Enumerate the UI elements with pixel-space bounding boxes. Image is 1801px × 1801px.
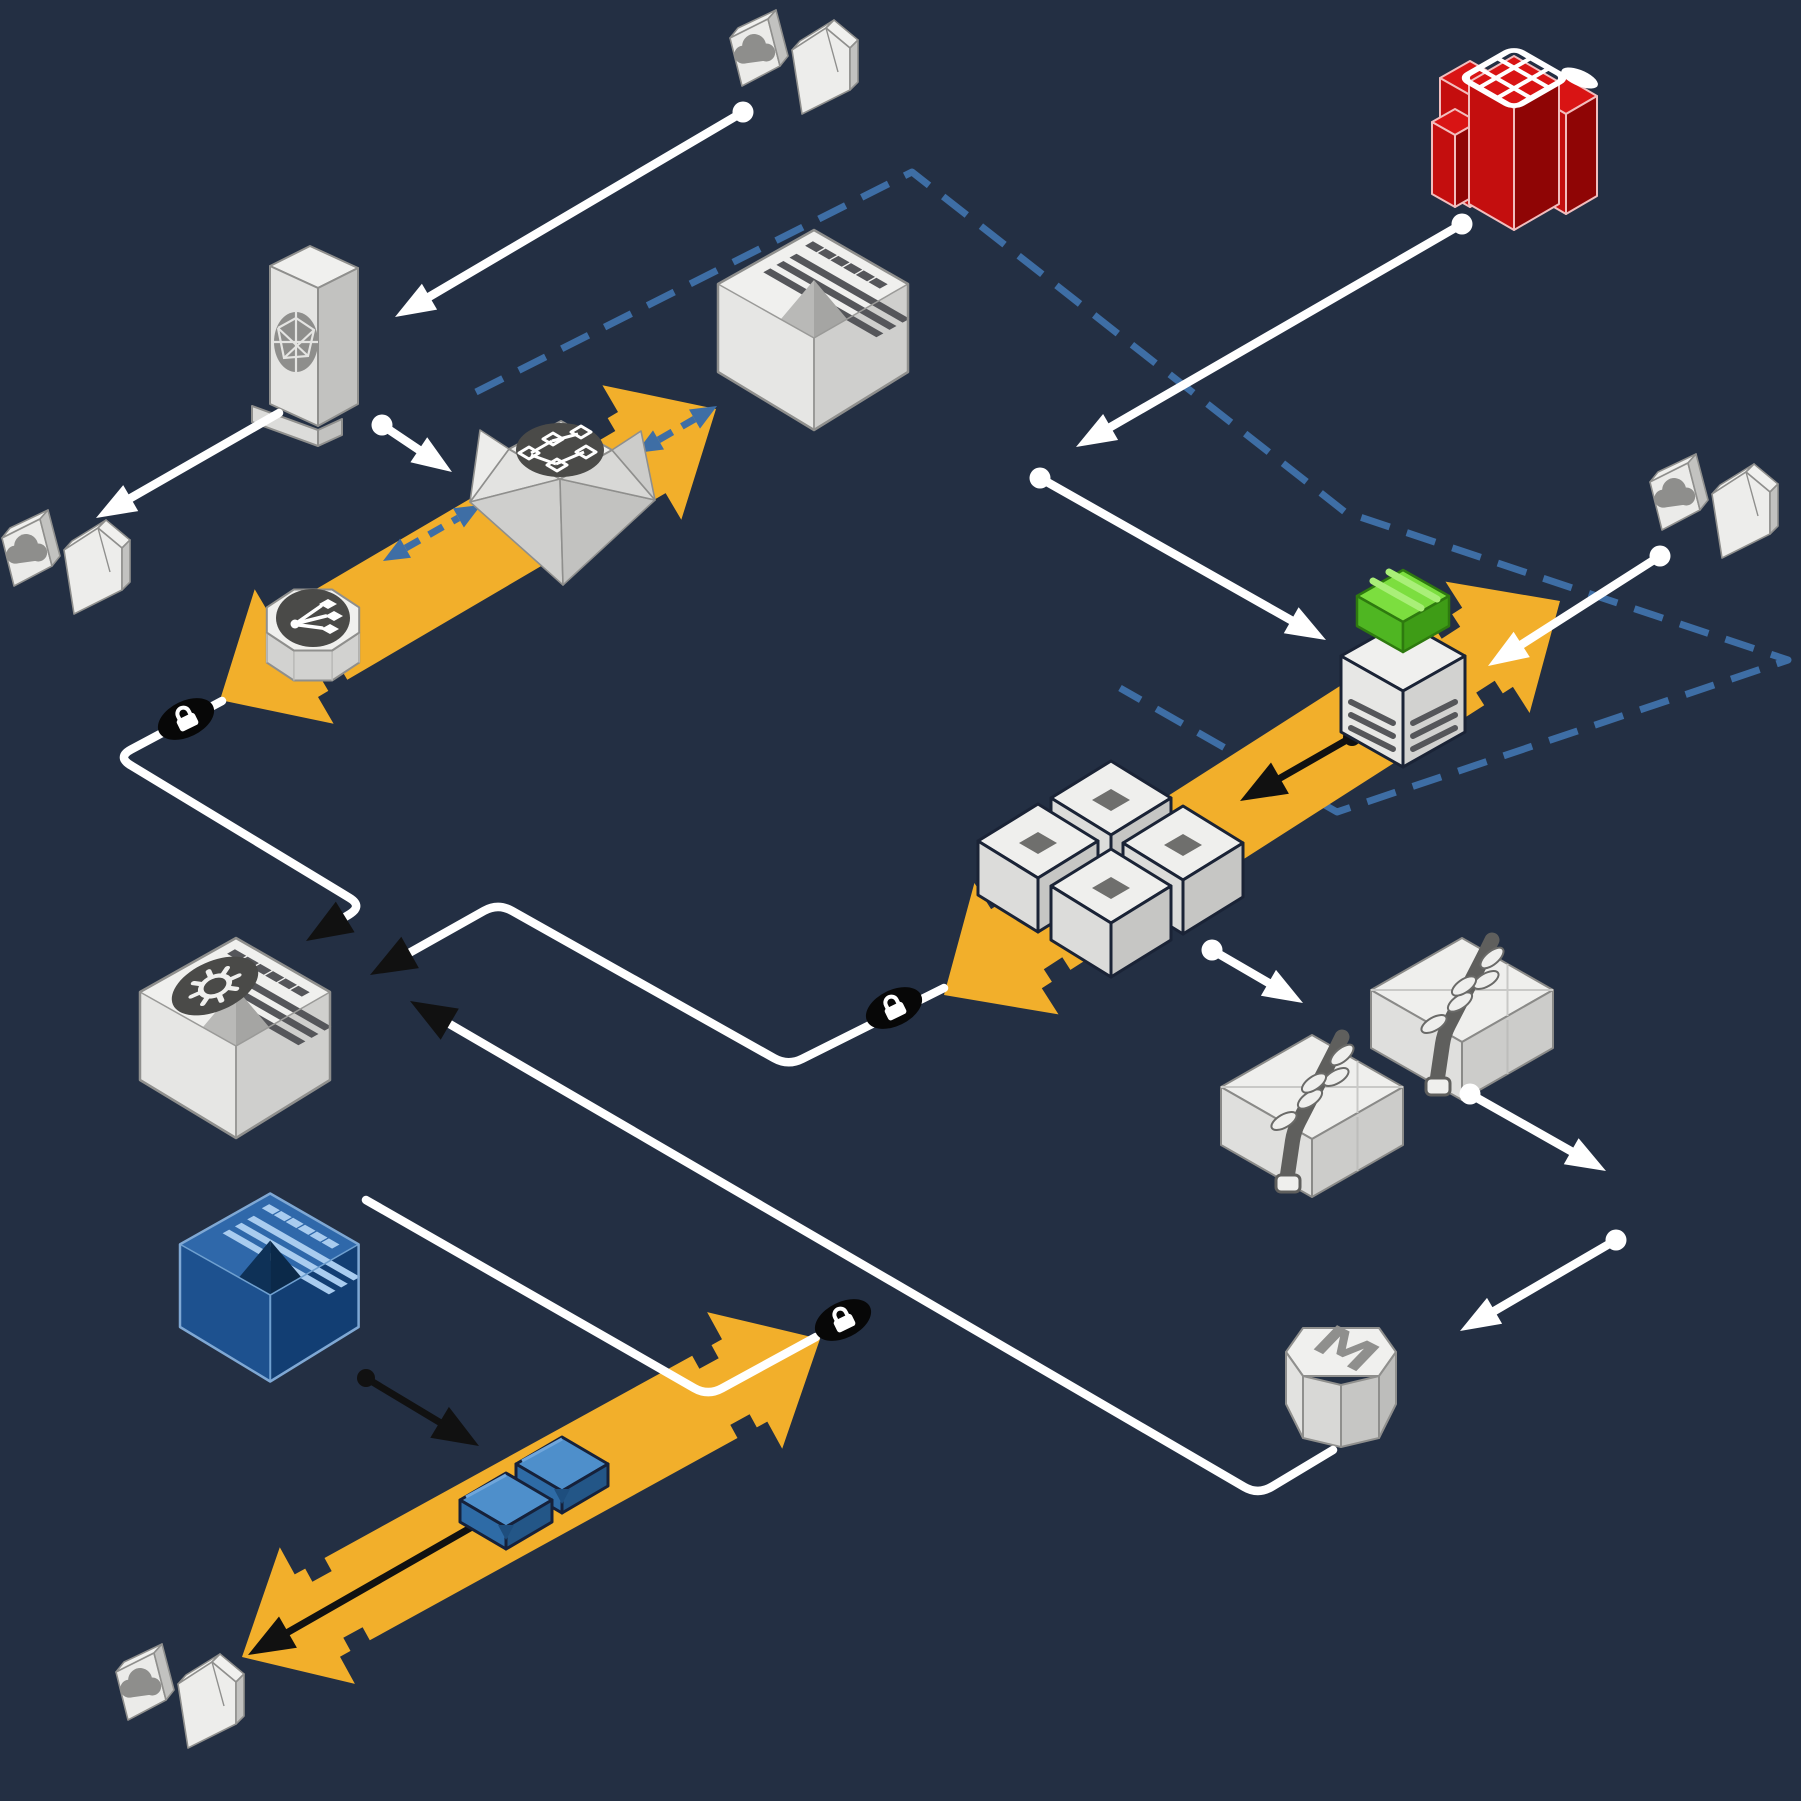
cloud-icon: [1654, 478, 1696, 508]
instance-cube-4: [1049, 847, 1173, 979]
cloud-icon: [120, 1668, 162, 1698]
instance-cube-grid: [976, 759, 1245, 979]
band2-to-gear-building: [370, 902, 949, 1067]
gear-data-center: [138, 936, 332, 1140]
lock-badge-1: [157, 698, 215, 740]
parcel-down-link: [1459, 1083, 1606, 1171]
cloud-gateway-top: [729, 9, 859, 115]
cloud-gateway-left: [1, 509, 131, 615]
cloud-icon: [6, 534, 48, 564]
band-sync-arrow-1: [383, 505, 481, 561]
lock-badge-3: [814, 1299, 872, 1341]
red-cluster-link: [1076, 213, 1473, 447]
corporate-data-center: [716, 228, 910, 432]
cloud-gateway-right: [1649, 453, 1779, 559]
blue-data-center: [178, 1192, 361, 1383]
m-cube: M: [1285, 1317, 1397, 1448]
green-package-server: [1339, 568, 1467, 769]
datacenter-to-server: [1029, 467, 1326, 640]
edge-monolith: [251, 245, 359, 447]
cubes-to-parcel: [1201, 939, 1303, 1003]
monolith-to-band: [371, 414, 452, 472]
lock-badge-2: [865, 987, 923, 1029]
blue-slab-front: [458, 1471, 554, 1551]
cloud-gateway-bottom: [115, 1643, 245, 1749]
cloud-right-to-server: [1488, 545, 1671, 666]
monolith-to-cloud-left: [96, 408, 284, 518]
balancer-octagon: [265, 588, 361, 682]
parcel-back: [1370, 932, 1554, 1101]
bluebuilding-to-lock: [361, 1195, 821, 1397]
workflow-polyhedron: [469, 420, 656, 586]
gear-icon: [171, 956, 259, 1016]
cloud-top-to-monolith: [395, 101, 754, 317]
mcube-to-gear-building: [410, 1001, 1338, 1496]
red-database-cluster: [1431, 48, 1598, 231]
band1-to-gear-building: [119, 696, 361, 941]
blue-building-to-band-arrow: [357, 1369, 479, 1446]
parcel-front: [1220, 1029, 1404, 1198]
cloud-icon: [734, 34, 776, 64]
link-to-m-cube: [1460, 1229, 1627, 1331]
